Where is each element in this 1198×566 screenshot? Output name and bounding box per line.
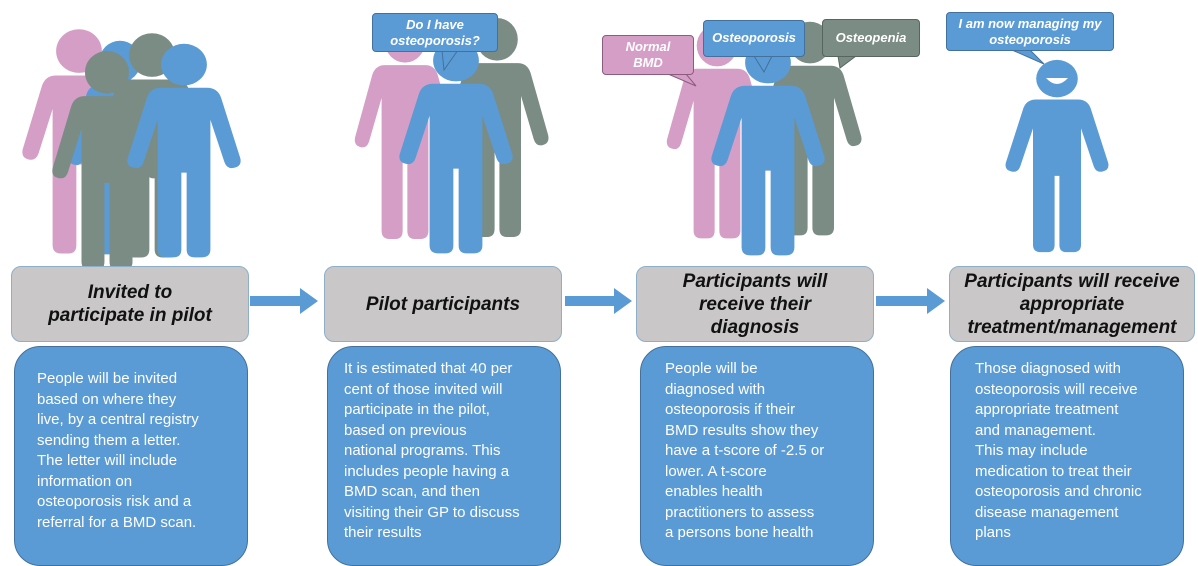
description-line: national programs. This	[344, 442, 501, 459]
flow-arrows	[250, 288, 945, 314]
speech-bubble-managing: I am now managing my osteoporosis	[946, 12, 1114, 51]
speech-bubble-osteoporosis: Osteoporosis	[703, 20, 805, 57]
stage-diagnosis-box: Participants will receive their diagnosi…	[636, 266, 874, 342]
description-line: based on where they	[37, 390, 177, 408]
description-line: participate in the pilot,	[344, 401, 490, 418]
speech-bubble-osteopenia: Osteopenia	[822, 19, 920, 57]
description-line: osteoporosis risk and a	[37, 493, 192, 510]
stage-invited-box: Invited to participate in pilot	[11, 266, 249, 342]
speech-bubble-normal-bmd: Normal BMD	[602, 35, 694, 75]
stage-treatment-box: Participants will receive appropriate tr…	[949, 266, 1195, 342]
bubble-text: Osteoporosis	[712, 30, 796, 45]
bubble-text: osteoporosis	[989, 32, 1071, 47]
arrow-right-icon	[250, 288, 318, 314]
smile-icon	[1046, 78, 1068, 84]
description-line: practitioners to assess	[665, 503, 815, 521]
stage-title: Participants will	[682, 270, 828, 292]
description-line: diagnosed with	[665, 380, 766, 398]
arrow-right-icon	[565, 288, 632, 314]
description-line: and management.	[975, 421, 1096, 439]
bubble-text: Normal	[625, 39, 671, 54]
description-line: have a t-score of -2.5 or	[665, 442, 825, 459]
stage-title: Invited to	[87, 282, 173, 303]
stage-title: diagnosis	[710, 316, 800, 338]
stage-title: receive their	[699, 293, 811, 315]
description-line: plans	[975, 524, 1011, 541]
stage-pilot-description: It is estimated that 40 per cent of thos…	[327, 346, 561, 566]
bubble-text: Osteopenia	[835, 30, 907, 45]
description-line: a persons bone health	[665, 524, 814, 541]
description-line: osteoporosis will receive	[975, 380, 1138, 398]
description-line: medication to treat their	[975, 462, 1132, 480]
group1-people	[22, 29, 241, 270]
arrow-right-icon	[876, 288, 945, 314]
description-line: enables health	[665, 483, 763, 500]
stage-title: appropriate	[1019, 293, 1125, 315]
stage-treatment-description: Those diagnosed with osteoporosis will r…	[950, 346, 1184, 566]
description-line: visiting their GP to discuss	[344, 503, 520, 521]
stage-diagnosis-description: People will be diagnosed with osteoporos…	[640, 346, 874, 566]
description-line: BMD results show they	[665, 421, 819, 439]
description-line: BMD scan, and then	[344, 483, 480, 500]
description-line: People will be	[665, 360, 758, 377]
person-happy-icon	[1005, 59, 1109, 253]
stage-title: Participants will receive	[964, 270, 1180, 292]
description-line: live, by a central registry	[37, 411, 199, 428]
stage-title: Pilot participants	[365, 293, 521, 315]
description-line: osteoporosis if their	[665, 401, 796, 418]
description-line: It is estimated that 40 per	[344, 360, 513, 377]
description-line: osteoporosis and chronic	[975, 483, 1142, 500]
description-line: disease management	[975, 503, 1119, 521]
description-line: appropriate treatment	[975, 401, 1119, 418]
bubble-text: I am now managing my	[958, 16, 1102, 31]
speech-bubble-question: Do I have osteoporosis?	[372, 13, 498, 52]
bubble-text: Do I have	[406, 17, 464, 32]
bubble-text: BMD	[633, 55, 663, 70]
stage-pilot-box: Pilot participants	[324, 266, 562, 342]
description-line: cent of those invited will	[344, 380, 503, 398]
description-line: This may include	[975, 442, 1088, 459]
bubble-text: osteoporosis?	[390, 33, 480, 48]
description-line: sending them a letter.	[37, 431, 181, 449]
description-line: their results	[344, 524, 422, 541]
stage-title: treatment/management	[967, 316, 1177, 338]
description-line: referral for a BMD scan.	[37, 513, 197, 531]
group4-person	[1005, 59, 1109, 253]
description-line: lower. A t-score	[665, 462, 767, 480]
description-line: information on	[37, 472, 133, 490]
description-line: People will be invited	[37, 370, 178, 387]
description-line: The letter will include	[37, 452, 178, 469]
stage-title: participate in pilot	[48, 305, 212, 326]
description-line: Those diagnosed with	[975, 360, 1121, 377]
stage-invited-description: People will be invited based on where th…	[14, 346, 248, 566]
description-line: includes people having a	[344, 462, 510, 480]
description-line: based on previous	[344, 421, 467, 439]
